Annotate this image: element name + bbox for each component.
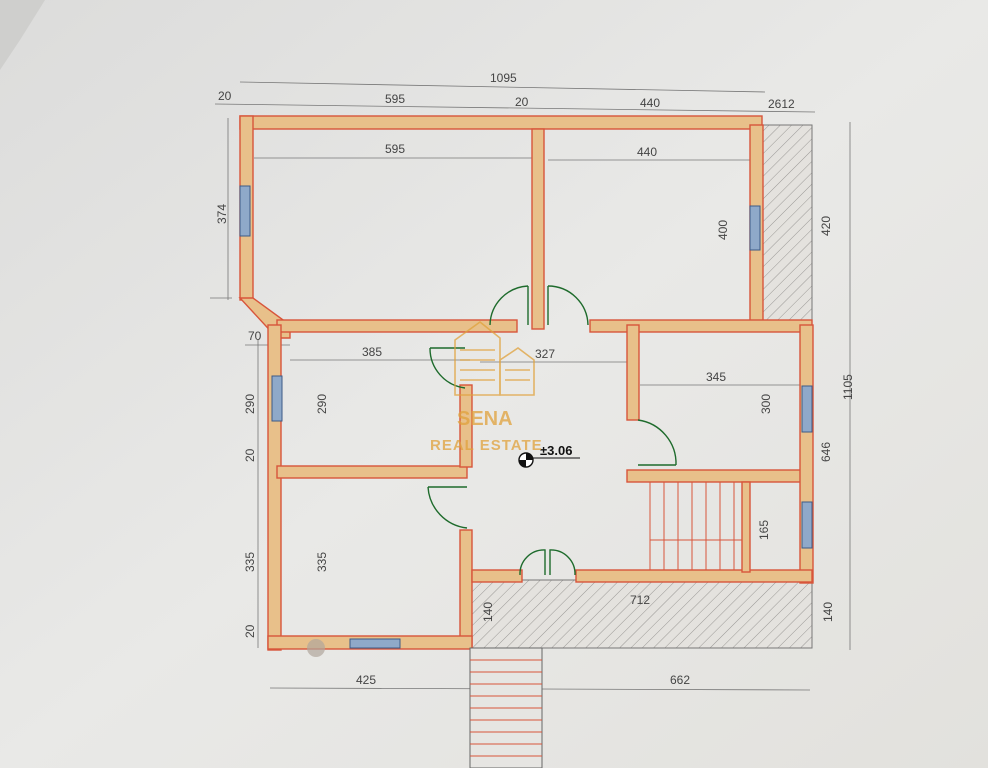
dim-bottom-662: 662 [670, 673, 690, 687]
level-marker-text: ±3.06 [540, 443, 572, 458]
level-marker: ±3.06 [518, 443, 580, 468]
dim-left-20b: 20 [243, 624, 257, 638]
dim-top-20a: 20 [218, 89, 232, 103]
dim-hall-width: 327 [535, 347, 555, 361]
dim-left-374: 374 [215, 204, 229, 224]
dim-right-140: 140 [821, 602, 835, 622]
doors [427, 285, 677, 576]
dim-top-total: 1095 [490, 71, 517, 85]
dim-top-right: 2612 [768, 97, 795, 111]
watermark-subtitle: REAL ESTATE [430, 437, 543, 454]
paper-fold-shadow [0, 0, 45, 70]
terrace-hatch [471, 579, 813, 649]
dim-room1-width: 595 [385, 142, 405, 156]
dim-stair-room-height: 165 [757, 520, 771, 540]
dim-right-total: 1105 [841, 374, 855, 400]
dim-room2-width: 440 [637, 145, 657, 159]
dim-room5-width: 345 [706, 370, 726, 384]
dim-left-70: 70 [248, 329, 262, 343]
dim-room2-height: 400 [716, 220, 730, 240]
dim-terrace-width: 712 [630, 593, 650, 607]
entrance-stairs [469, 647, 543, 768]
interior-stairs [649, 482, 742, 570]
dim-top-20b: 20 [515, 95, 529, 109]
dim-left-335: 335 [243, 552, 257, 572]
dim-bottom-425: 425 [356, 673, 376, 687]
dim-room3-width: 385 [362, 345, 382, 359]
dim-right-646: 646 [819, 442, 833, 462]
watermark-brand: SENA [457, 408, 513, 430]
dimension-labels: 1095 20 595 20 440 2612 595 440 374 400 … [215, 71, 855, 687]
dim-room4-height: 335 [315, 552, 329, 572]
smudge [307, 639, 325, 657]
dimension-lines [210, 81, 851, 691]
windows [239, 185, 813, 649]
watermark-logo: SENA REAL ESTATE [430, 320, 543, 454]
dim-room5-height: 300 [759, 394, 773, 414]
dim-top-440: 440 [640, 96, 660, 110]
dim-balcony-height: 420 [819, 216, 833, 236]
dim-room3-height: 290 [315, 394, 329, 414]
dim-left-20a: 20 [243, 448, 257, 462]
dim-top-595: 595 [385, 92, 405, 106]
balcony-hatch [761, 124, 813, 324]
dim-left-290: 290 [243, 394, 257, 414]
dim-terrace-140: 140 [481, 602, 495, 622]
